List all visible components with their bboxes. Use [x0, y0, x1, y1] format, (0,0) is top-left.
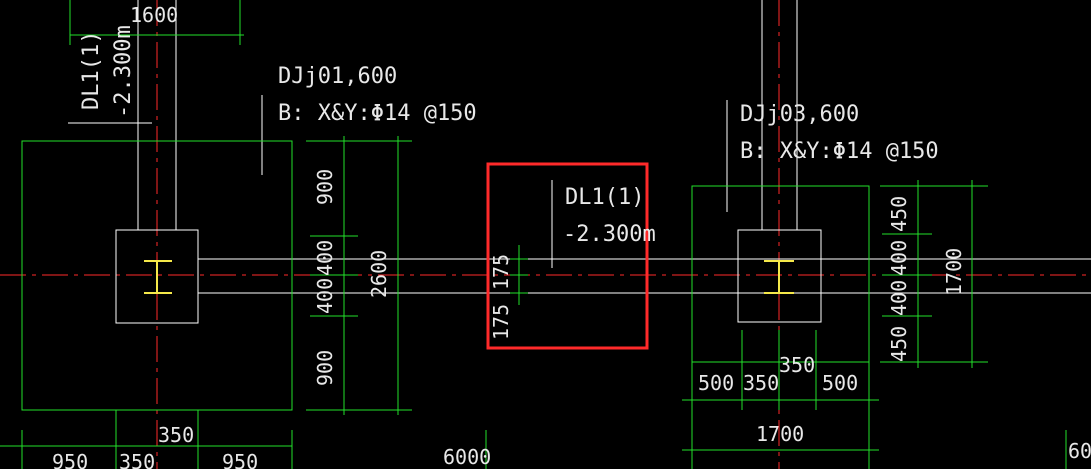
- annotations: 1600 DL1(1) -2.300m DJj01,600 B: X&Y:Φ14…: [52, 3, 1091, 469]
- dim-right-400-a: 400: [887, 240, 911, 276]
- dimension-lines: [0, 0, 1067, 469]
- beam-mid-name[interactable]: DL1(1): [565, 185, 644, 210]
- steel-column-left[interactable]: [144, 260, 172, 294]
- dim-right-350: 350: [743, 371, 779, 395]
- dim-left-400-a: 400: [313, 240, 337, 276]
- dim-left-900-bottom: 900: [313, 350, 337, 386]
- selection-highlight-box[interactable]: [486, 162, 649, 350]
- dim-left-900-top: 900: [313, 169, 337, 205]
- column-pedestal-left[interactable]: [115, 229, 199, 324]
- dim-right-450-top: 450: [887, 196, 911, 232]
- dim-right-400-b: 400: [887, 280, 911, 316]
- column-pedestal-right[interactable]: [737, 229, 822, 323]
- dim-right-500-b: 500: [822, 371, 858, 395]
- dim-left-950-b: 950: [222, 450, 258, 469]
- dim-right-1700: 1700: [942, 248, 966, 296]
- footing-left-rebar[interactable]: B: X&Y:Φ14 @150: [278, 101, 477, 126]
- dim-left-400-b: 400: [313, 278, 337, 314]
- beam-mid-level[interactable]: -2.300m: [563, 222, 656, 247]
- dim-right-col-350: 350: [779, 353, 815, 377]
- footing-left-name[interactable]: DJj01,600: [278, 64, 397, 89]
- dim-mid-175-b: 175: [489, 304, 513, 340]
- dim-left-950-a: 950: [52, 450, 88, 469]
- footing-right-rebar[interactable]: B: X&Y:Φ14 @150: [740, 139, 939, 164]
- dim-left-col-350: 350: [158, 423, 194, 447]
- dim-mid-175-a: 175: [489, 254, 513, 290]
- beam-left-level: -2.300m: [111, 25, 136, 118]
- dim-span-6000: 6000: [443, 445, 491, 469]
- dim-left-350: 350: [119, 450, 155, 469]
- footing-outline-right[interactable]: [691, 185, 870, 363]
- steel-columns: [144, 260, 794, 294]
- dim-right-450-bottom: 450: [887, 326, 911, 362]
- footing-outline-left[interactable]: [21, 140, 293, 411]
- dim-top-1600: 1600: [130, 3, 178, 27]
- structure-outlines: [68, 0, 1091, 324]
- dim-right-edge-60: 60: [1068, 439, 1091, 463]
- beam-left-name: DL1(1): [79, 31, 104, 110]
- steel-column-right[interactable]: [764, 260, 794, 294]
- dim-right-500-a: 500: [698, 371, 734, 395]
- dim-right-bottom-1700: 1700: [756, 422, 804, 446]
- dim-left-2600: 2600: [367, 250, 391, 298]
- footing-right-name[interactable]: DJj03,600: [740, 102, 859, 127]
